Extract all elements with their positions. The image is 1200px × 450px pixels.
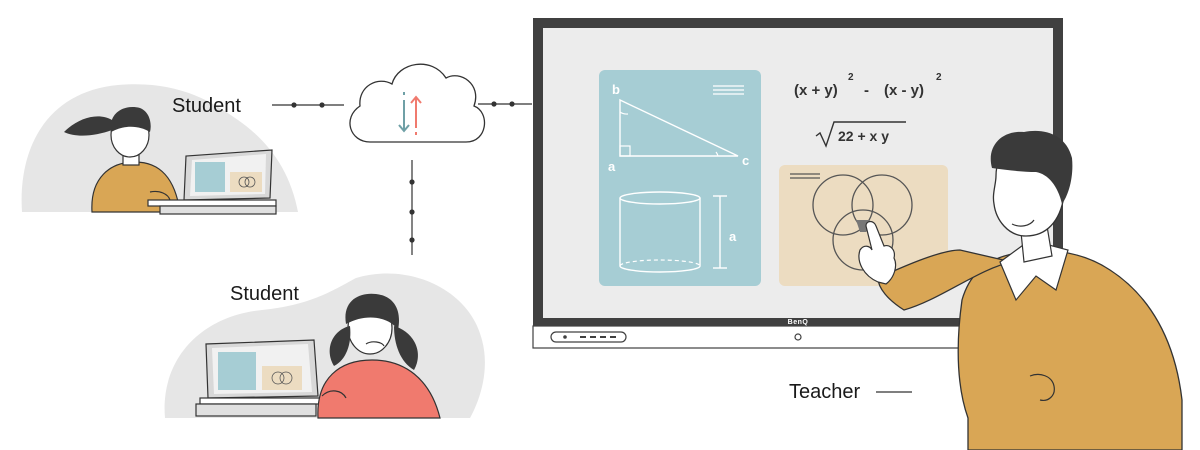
cylinder [619,191,727,273]
cloud-shape [349,63,486,143]
formula-square-root: 22 + x y [815,121,906,148]
radical-sign [815,121,906,148]
geometry-panel: b a c a [599,70,761,286]
student-bottom-label: Student [230,283,299,305]
right-triangle [619,98,739,157]
board-control-bar [550,331,627,343]
teacher-body [957,249,1183,450]
formula1-exp-b: 2 [936,72,942,83]
board-power-button [794,333,802,341]
teacher-figure [858,130,1183,450]
student-bottom-laptop [195,339,331,417]
board-brand-logo: BenQ [788,319,809,326]
teacher-hair [990,130,1073,204]
student-bottom-scene: Student [164,273,485,419]
connector-cloud-to-board [478,101,532,107]
cloud [349,63,532,255]
formula1-base-a: (x + y) [794,82,838,99]
connector-student-top-to-cloud [272,102,344,108]
student-bottom-figure [317,293,441,419]
connector-cloud-to-student-bottom [409,160,415,255]
teacher-label: Teacher [789,381,860,403]
student-top-scene: Student [21,84,344,215]
triangle-vertex-b: b [612,82,620,97]
triangle-vertex-c: c [742,153,749,168]
cylinder-height-label: a [729,229,737,244]
formula1-operator: - [864,82,869,99]
teacher-label-group: Teacher [789,381,912,403]
student-top-laptop [147,149,277,215]
formula1-exp-a: 2 [848,72,854,83]
formula-square-difference: (x + y) 2 - (x - y) 2 [794,72,942,99]
triangle-vertex-a: a [608,159,616,174]
upload-download-arrows-icon [398,92,422,135]
formula1-base-b: (x - y) [884,82,924,99]
student-top-label: Student [172,95,241,117]
teacher-arm [877,249,1013,311]
teacher-hand [858,220,897,285]
formula2-radicand: 22 + x y [838,128,889,144]
